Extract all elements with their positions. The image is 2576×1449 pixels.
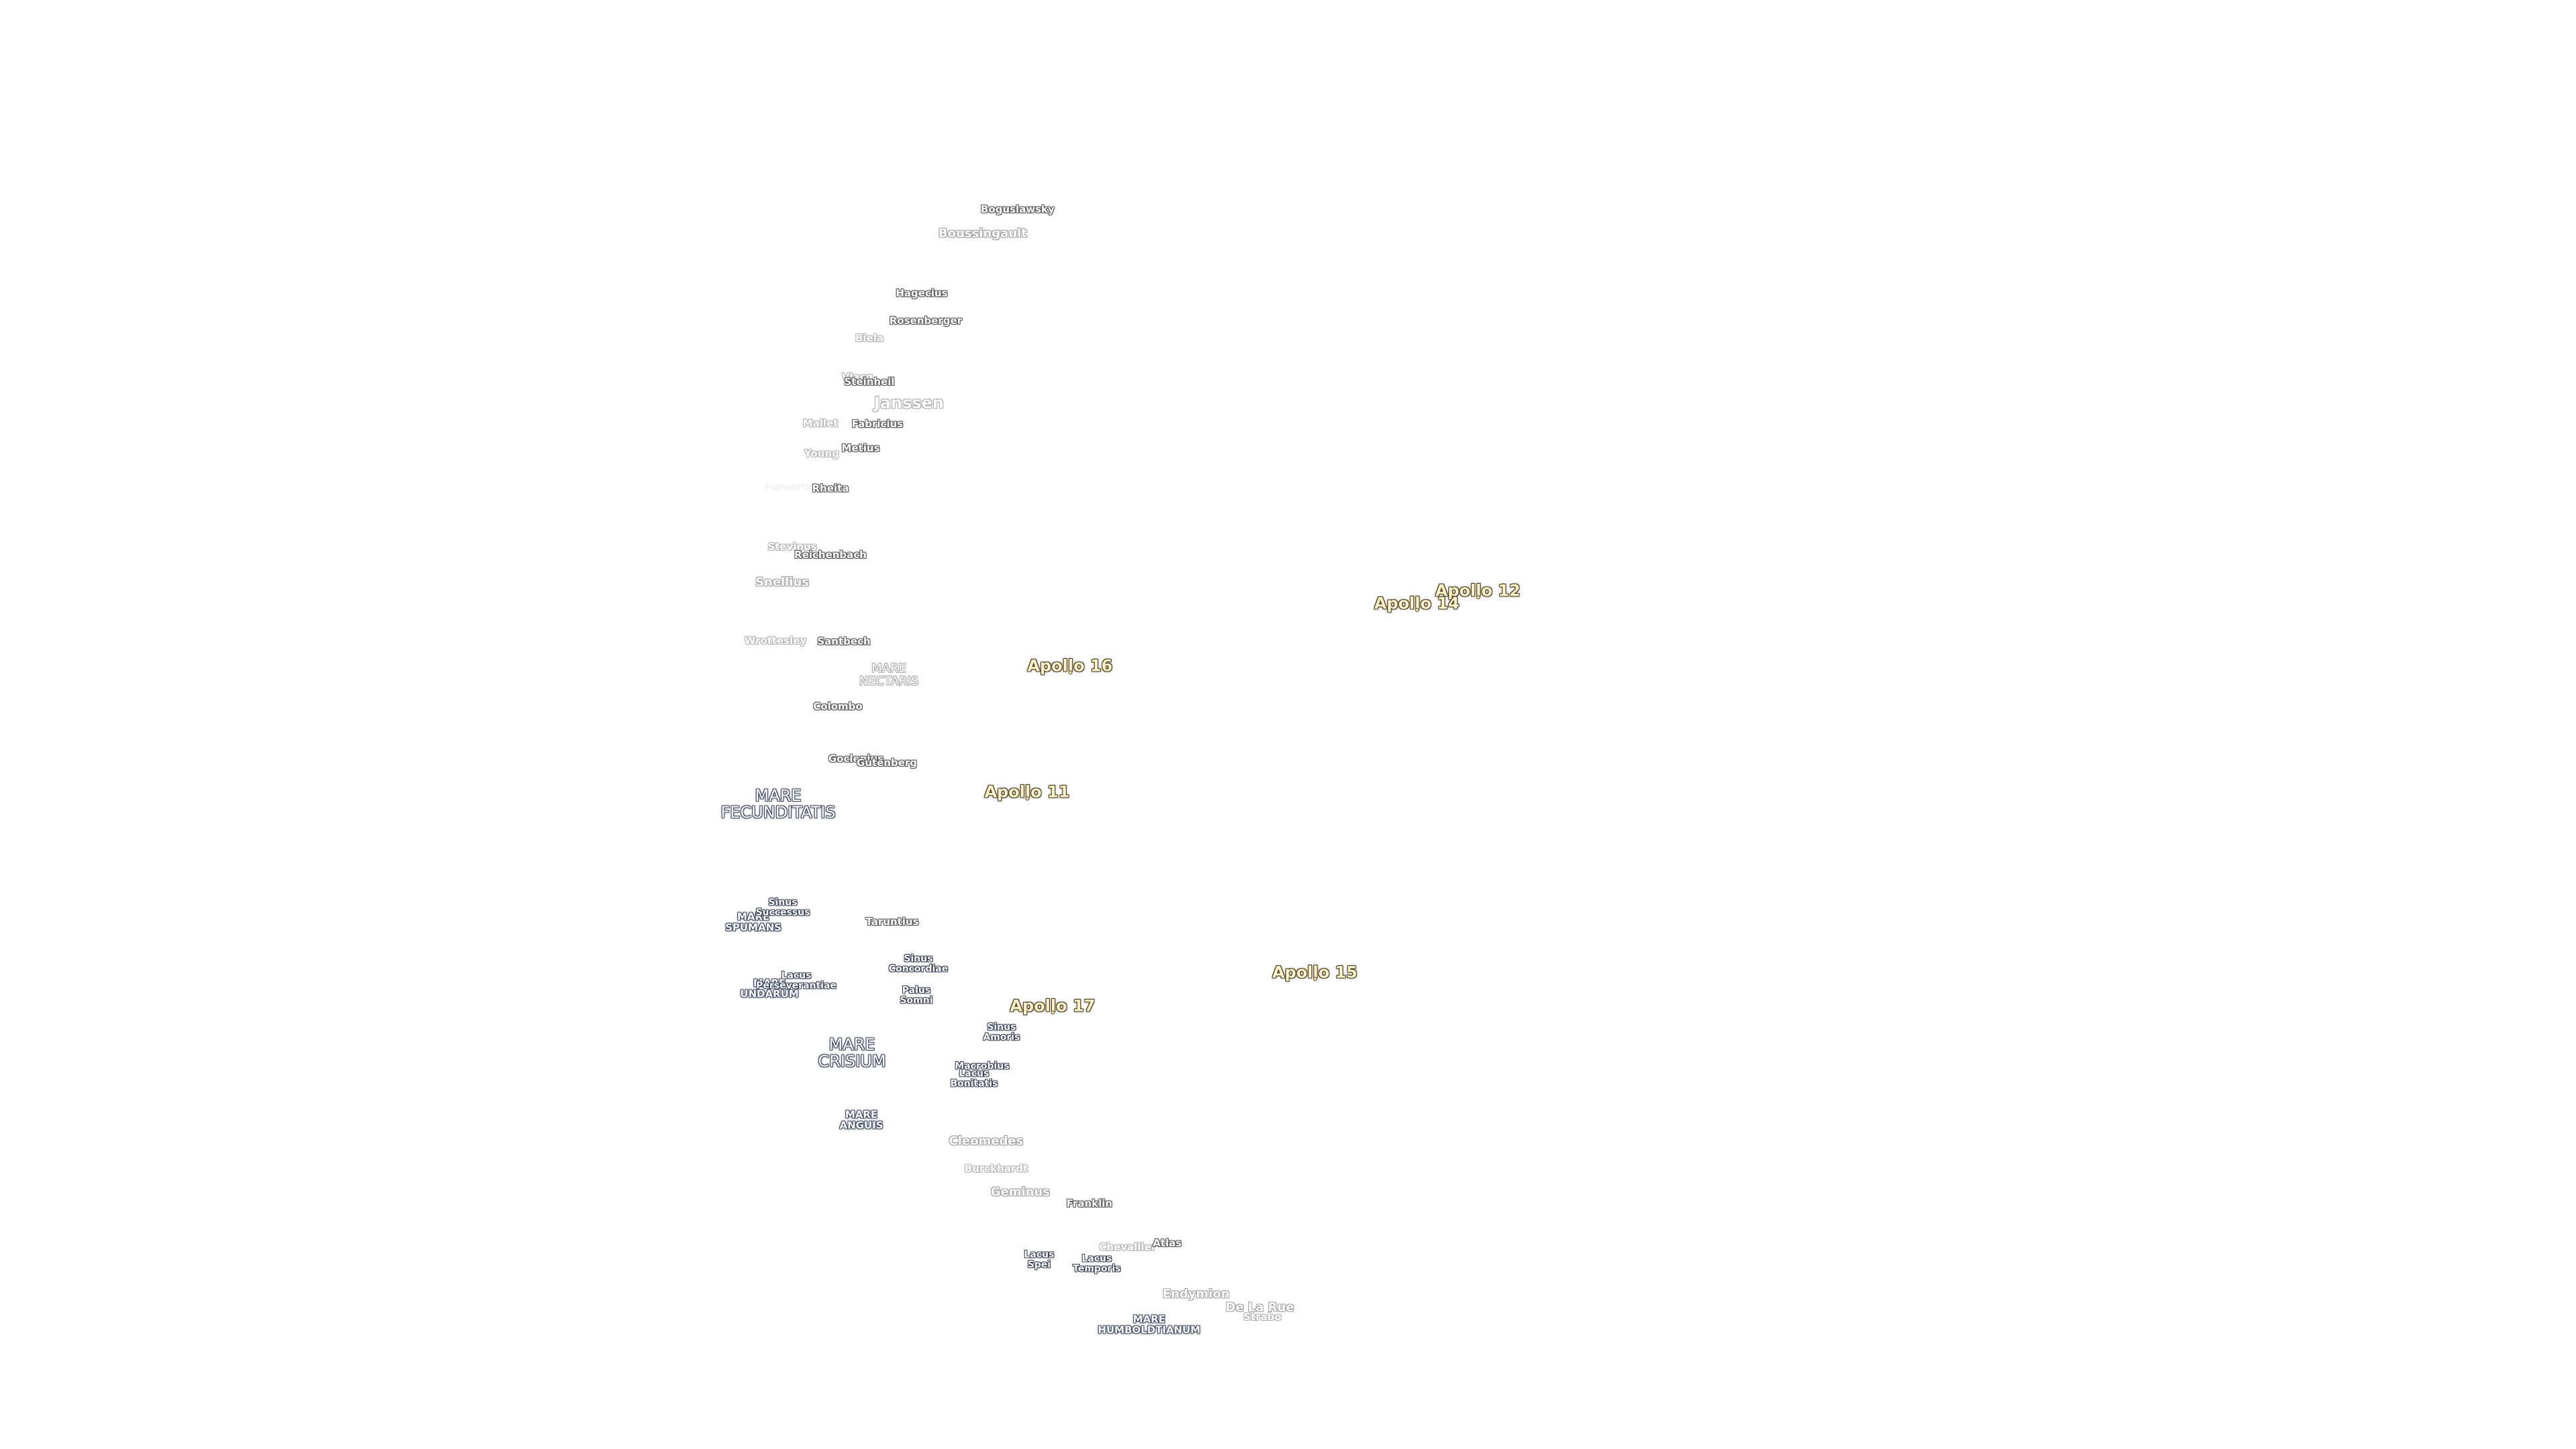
crater-label-reichenbach: Reichenbach — [794, 549, 867, 561]
crater-label-stevinus: Stevinus — [767, 541, 817, 553]
landing-marker-icon — [1313, 977, 1318, 981]
crater-label-goclenius: Goclenius — [828, 753, 884, 765]
crater-label-mallet: Mallet — [802, 417, 839, 430]
crater-label-vlacq: Vlacq — [841, 371, 873, 384]
apollo-16-landing-site[interactable]: Apollo 16 — [1028, 657, 1112, 675]
feature-label-macrobius: Macrobius — [955, 1061, 1010, 1072]
landing-marker-icon — [1026, 796, 1030, 801]
crater-label-taruntius: Taruntius — [865, 916, 919, 928]
landing-marker-icon — [1477, 595, 1481, 600]
apollo-12-landing-site[interactable]: Apollo 12 — [1436, 582, 1520, 600]
crater-label-fabricius: Fabricius — [851, 418, 904, 431]
crater-label-gutenberg: Gutenberg — [856, 757, 918, 769]
crater-label-wrottesley: Wrottesley — [744, 635, 807, 647]
crater-label-furnerius: Furnerius — [764, 481, 819, 494]
crater-label-cleomedes: Cleomedes — [949, 1134, 1024, 1148]
crater-label-biela: Biela — [855, 332, 884, 345]
apollo-11-landing-site[interactable]: Apollo 11 — [985, 784, 1069, 801]
landing-marker-icon — [1051, 1010, 1055, 1015]
crater-label-franklin: Franklin — [1066, 1197, 1113, 1210]
apollo-15-landing-site[interactable]: Apollo 15 — [1273, 964, 1357, 981]
crater-label-boussingault: Boussingault — [938, 226, 1027, 241]
crater-label-geminus: Geminus — [990, 1185, 1051, 1199]
crater-label-rheita: Rheita — [812, 482, 849, 495]
crater-label-chevallier: Chevallier — [1099, 1241, 1157, 1254]
crater-label-de-la-rue: De La Rue — [1225, 1300, 1295, 1315]
landing-marker-icon — [1415, 608, 1419, 612]
crater-label-steinheil: Steinheil — [844, 376, 895, 388]
apollo-14-landing-site[interactable]: Apollo 14 — [1375, 595, 1459, 612]
crater-label-colombo: Colombo — [813, 700, 863, 713]
crater-label-santbech: Santbech — [817, 635, 871, 648]
crater-label-snellius: Snellius — [755, 575, 810, 590]
crater-label-burckhardt: Burckhardt — [964, 1163, 1028, 1175]
crater-label-janssen: Janssen — [873, 393, 945, 413]
landing-marker-icon — [1069, 670, 1073, 675]
crater-label-young: Young — [804, 447, 839, 460]
crater-label-strabo: Strabo — [1243, 1311, 1282, 1324]
crater-label-boguslawsky: Boguslawsky — [981, 203, 1055, 216]
crater-label-hagecius: Hagecius — [896, 287, 948, 300]
crater-label-rosenberger: Rosenberger — [889, 315, 963, 327]
crater-label-atlas: Atlas — [1152, 1237, 1182, 1250]
crater-label-endymion: Endymion — [1163, 1287, 1230, 1301]
apollo-17-landing-site[interactable]: Apollo 17 — [1010, 998, 1095, 1015]
crater-label-metius: Metius — [841, 442, 880, 455]
